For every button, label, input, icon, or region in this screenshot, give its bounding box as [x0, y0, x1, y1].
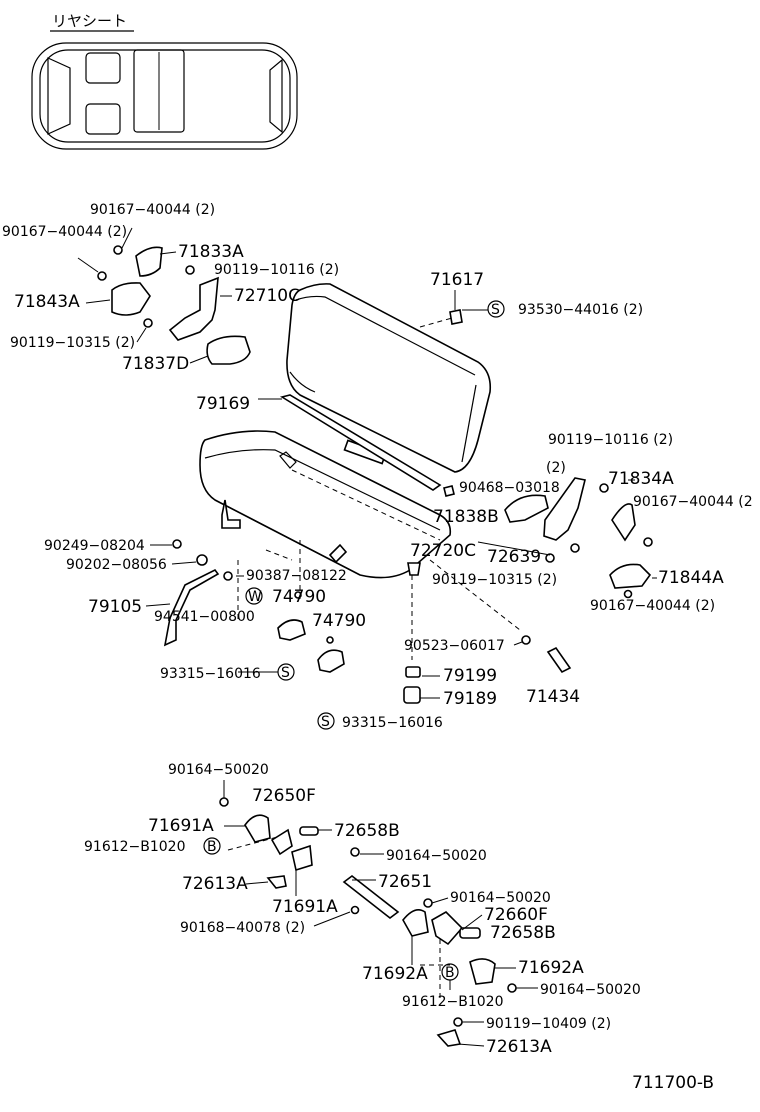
- label-90167-40044-b: 90167−40044 (2): [2, 224, 127, 240]
- label-90167-40044-c: 90167−40044 (2: [633, 494, 753, 510]
- bolt-cluster: [403, 309, 572, 704]
- svg-text:B: B: [207, 839, 217, 855]
- label-2: (2): [546, 460, 566, 476]
- label-90167-40044-d: 90167−40044 (2): [590, 598, 715, 614]
- label-71434: 71434: [526, 687, 580, 707]
- circled-symbols: S W S S B B: [203, 300, 505, 981]
- svg-text:S: S: [321, 714, 330, 730]
- label-90119-10116-a: 90119−10116 (2): [214, 262, 339, 278]
- label-71691A-a: 71691A: [148, 816, 214, 836]
- label-90387-08122: 90387−08122: [246, 568, 347, 584]
- label-91612-B1020-a: 91612−B1020: [84, 839, 186, 855]
- symbol-s-93315-a: S: [277, 663, 295, 681]
- label-71691A-b: 71691A: [272, 897, 338, 917]
- leader-lines: [85, 251, 657, 1047]
- label-90164-50020-b: 90164−50020: [386, 848, 487, 864]
- label-90164-50020-a: 90164−50020: [168, 762, 269, 778]
- label-74790-b: 74790: [312, 611, 366, 631]
- label-90167-40044-a: 90167−40044 (2): [90, 202, 215, 218]
- label-93315-16016-a: 93315−16016: [160, 666, 261, 682]
- label-90119-10409: 90119−10409 (2): [486, 1016, 611, 1032]
- label-90119-10315-a: 90119−10315 (2): [10, 335, 135, 351]
- label-71838B: 71838B: [433, 507, 499, 527]
- right-hinge-cluster: [443, 477, 653, 599]
- label-90202-08056: 90202−08056: [66, 557, 167, 573]
- label-90164-50020-c: 90164−50020: [450, 890, 551, 906]
- label-79169: 79169: [196, 394, 250, 414]
- label-72658B-b: 72658B: [490, 923, 556, 943]
- label-91612-B1020-b: 91612−B1020: [402, 994, 504, 1010]
- label-90468-03018: 90468−03018: [459, 480, 560, 496]
- diagram-code: 711700-B: [632, 1073, 714, 1093]
- label-71843A: 71843A: [14, 292, 80, 312]
- label-71837D: 71837D: [122, 354, 189, 374]
- seat-back-bar-79169: [258, 394, 442, 491]
- label-72720C: 72720C: [410, 541, 476, 561]
- label-72639: 72639: [487, 547, 541, 567]
- label-93315-16016-b: 93315−16016: [342, 715, 443, 731]
- svg-text:B: B: [445, 965, 455, 981]
- label-72710C: 72710C: [234, 286, 300, 306]
- label-72613A-b: 72613A: [486, 1037, 552, 1057]
- label-71833A: 71833A: [178, 242, 244, 262]
- symbol-s-93530: S: [487, 300, 505, 318]
- label-79189: 79189: [443, 689, 497, 709]
- inset-title: リヤシート: [52, 12, 127, 30]
- label-71617: 71617: [430, 270, 484, 290]
- symbol-b-91612-b: B: [441, 963, 459, 981]
- part-labels: 90167−40044 (2) 90167−40044 (2) 71833A 9…: [2, 202, 753, 1093]
- lower-latch-cluster: [219, 797, 517, 1047]
- label-94541-00800: 94541−00800: [154, 609, 255, 625]
- symbol-w-94541: W: [245, 587, 263, 605]
- label-93530-44016: 93530−44016 (2): [518, 302, 643, 318]
- label-79199: 79199: [443, 666, 497, 686]
- label-90168-40078: 90168−40078 (2): [180, 920, 305, 936]
- svg-text:S: S: [491, 302, 500, 318]
- label-90164-50020-d: 90164−50020: [540, 982, 641, 998]
- label-90119-10116-b: 90119−10116 (2): [548, 432, 673, 448]
- vehicle-inset: リヤシート: [31, 12, 298, 150]
- label-74790-a: 74790: [272, 587, 326, 607]
- label-71834A: 71834A: [608, 469, 674, 489]
- label-71692A-b: 71692A: [518, 958, 584, 978]
- svg-text:W: W: [248, 589, 262, 605]
- label-72613A-a: 72613A: [182, 874, 248, 894]
- seat-cushion: [199, 430, 452, 579]
- label-72651: 72651: [378, 872, 432, 892]
- label-71844A: 71844A: [658, 568, 724, 588]
- symbol-b-91612-a: B: [203, 837, 221, 855]
- label-71692A-a: 71692A: [362, 964, 428, 984]
- left-hinge-cluster: [77, 227, 251, 365]
- label-72650F: 72650F: [252, 786, 316, 806]
- label-72658B-a: 72658B: [334, 821, 400, 841]
- symbol-s-93315-b: S: [317, 712, 335, 730]
- label-90119-10315-b: 90119−10315 (2): [432, 572, 557, 588]
- label-90523-06017: 90523−06017: [404, 638, 505, 654]
- svg-text:S: S: [281, 665, 290, 681]
- label-72660F: 72660F: [484, 905, 548, 925]
- label-79105: 79105: [88, 597, 142, 617]
- lock-lever-cluster: [163, 539, 345, 673]
- label-90249-08204: 90249−08204: [44, 538, 145, 554]
